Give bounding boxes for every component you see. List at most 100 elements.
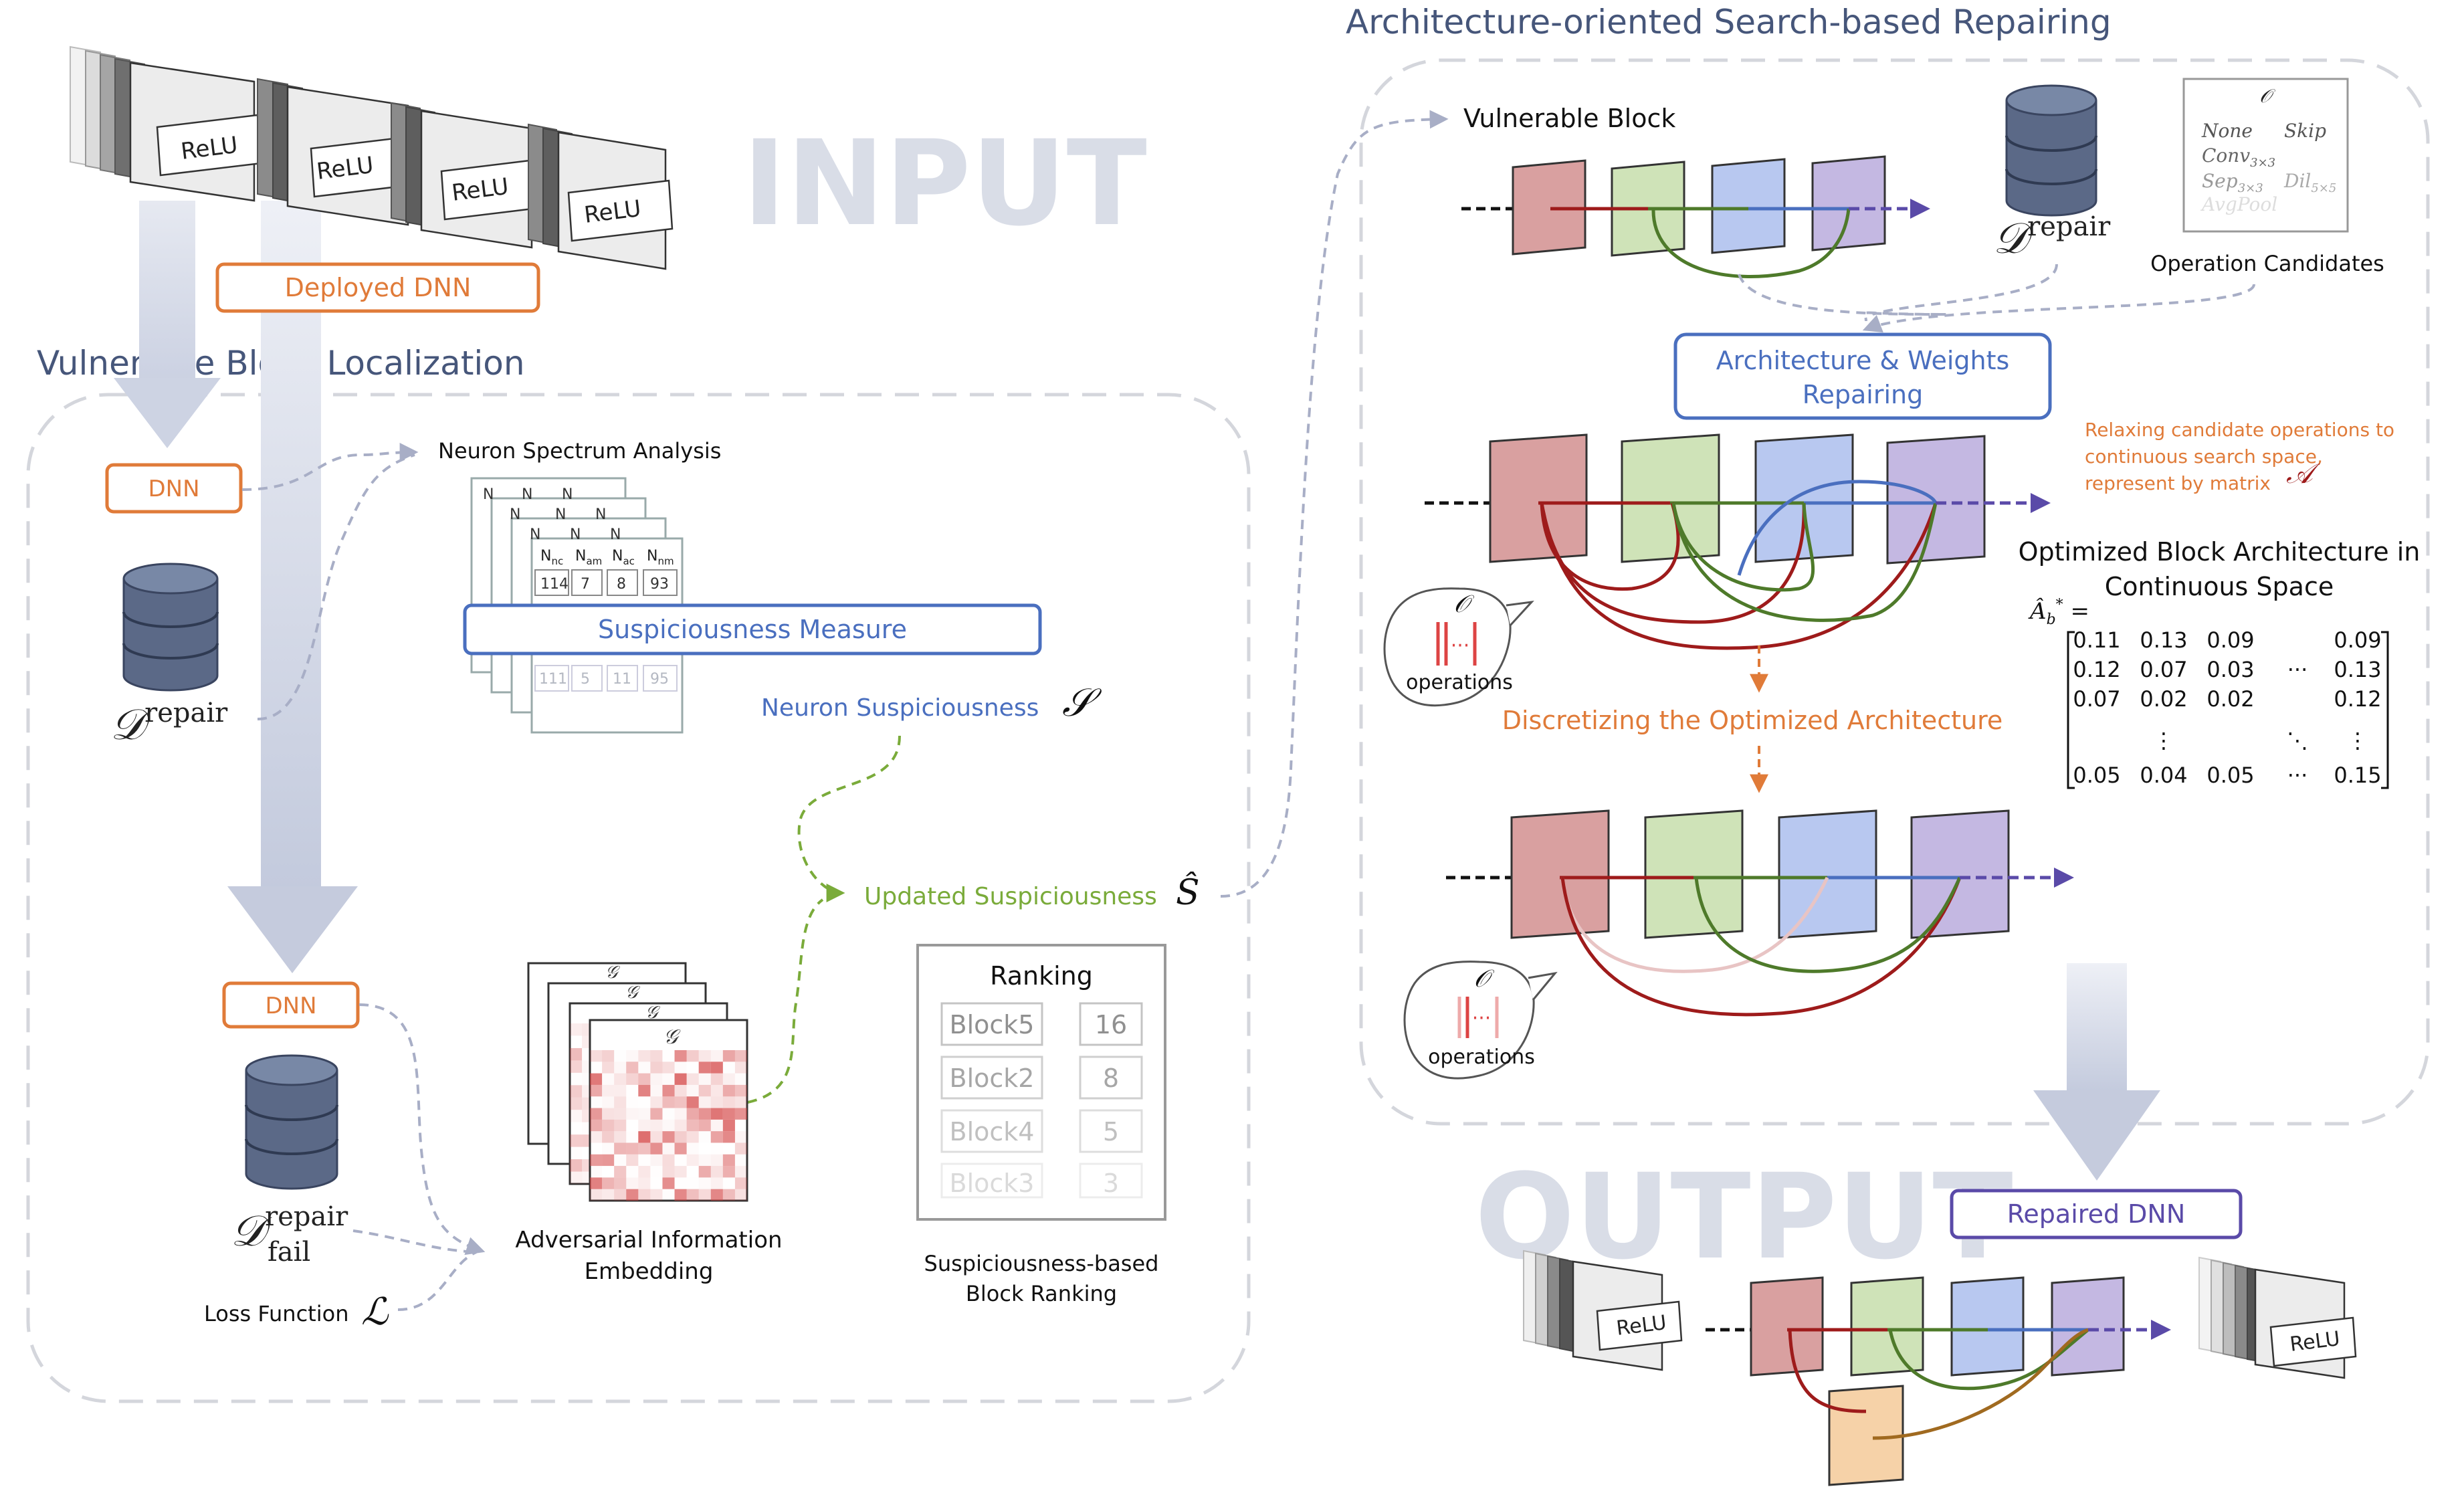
heatmap-cell (590, 1154, 603, 1167)
heatmap-cell (662, 1189, 674, 1201)
spectrum-value-row-faded: 111 5 11 95 (534, 665, 678, 692)
heatmap-cell (602, 1154, 615, 1167)
svg-text:16: 16 (1095, 1010, 1127, 1039)
ranking-label-line2: Block Ranking (966, 1281, 1117, 1306)
heatmap-cell (711, 1142, 723, 1154)
heatmap-cell (614, 1119, 627, 1132)
ranking-title: Ranking (990, 961, 1093, 991)
updated-suspiciousness-label: Updated Suspiciousness (864, 883, 1157, 910)
heatmap-cell (662, 1120, 674, 1131)
loss-symbol: ℒ (361, 1290, 389, 1334)
connector-shat-to-vulnerable-block (1220, 110, 1449, 898)
operations-bubble-2: 𝒪 ··· operations (1403, 961, 1558, 1080)
heatmap-cell (602, 1166, 614, 1177)
input-network: ReLU ReLU ReLU ReLU (70, 45, 674, 270)
matrix-cell: 0.02 (2140, 686, 2187, 712)
heatmap-cell (590, 1108, 603, 1120)
heatmap-cell (602, 1142, 614, 1154)
heatmap-cell (674, 1142, 687, 1155)
database-icon-fail (245, 1054, 338, 1190)
output-architecture (1706, 1276, 2171, 1486)
heatmap-cell (662, 1131, 675, 1143)
vulnerable-block-label: Vulnerable Block (1463, 104, 1675, 133)
g-symbol-back-2: 𝒢 (625, 983, 641, 1003)
d-repair-label-right: 𝒟repair (1993, 211, 2111, 264)
heatmap-cell (638, 1177, 651, 1189)
heatmap-cell (590, 1050, 603, 1062)
heatmap-cell (602, 1050, 615, 1062)
heatmap-cell (590, 1096, 602, 1108)
database-icon (122, 563, 219, 692)
heatmap-cell (662, 1074, 674, 1085)
suspiciousness-measure-label: Suspiciousness Measure (598, 615, 907, 644)
op-candidate-none: None (2201, 120, 2253, 142)
arch-weights-repairing-box: Architecture & Weights Repairing (1673, 332, 2052, 420)
localization-region (26, 393, 1251, 1403)
optimized-line2: Continuous Space (2105, 572, 2334, 601)
matrix-cell: ⋱ (2287, 728, 2308, 753)
ranking-row: Block3 3 (940, 1163, 1143, 1199)
heatmap-cell (650, 1166, 662, 1177)
flow-arrow-left (114, 201, 221, 448)
vulnerable-block-architecture (1461, 155, 1930, 278)
heatmap-cell (614, 1108, 627, 1120)
d-repair-label: 𝒟repair (110, 698, 228, 750)
heatmap-cell (602, 1108, 615, 1120)
svg-text:95: 95 (650, 671, 669, 688)
svg-text:5: 5 (1103, 1117, 1119, 1146)
heatmap-cell (699, 1177, 711, 1189)
svg-text:···: ··· (1451, 634, 1470, 658)
heatmap-cell (626, 1073, 639, 1085)
heatmap-cell (722, 1166, 735, 1178)
heatmap-cell (710, 1084, 723, 1097)
heatmap-cell (674, 1131, 687, 1143)
spectrum-value-row: 114 7 8 93 (534, 569, 678, 596)
neuron-spectrum-label: Neuron Spectrum Analysis (438, 438, 721, 464)
heatmap-cell (570, 1085, 583, 1098)
heatmap-cell (710, 1177, 723, 1189)
heatmap-cell (734, 1062, 747, 1074)
heatmap-cell (570, 1122, 582, 1134)
heatmap-cell (638, 1084, 651, 1097)
svg-text:Block5: Block5 (950, 1010, 1035, 1039)
op-candidate-avgpool: AvgPool (2200, 193, 2277, 215)
heatmap-cell (614, 1155, 626, 1166)
heatmap-cell (626, 1142, 639, 1155)
heatmap-cell (650, 1096, 663, 1108)
heatmap-cell (662, 1096, 675, 1108)
heatmap-cell (710, 1154, 723, 1167)
heatmap-cell (699, 1142, 711, 1154)
flow-arrow-output (2033, 963, 2160, 1181)
heatmap-cell (650, 1073, 663, 1085)
matrix-cell: 0.15 (2334, 763, 2381, 788)
relax-line1: Relaxing candidate operations to (2085, 419, 2394, 441)
heatmap-cell (674, 1166, 687, 1178)
heatmap-cell (650, 1062, 663, 1074)
heatmap-cell (674, 1189, 687, 1201)
ranking-row: Block2 8 (940, 1056, 1143, 1100)
heatmap-cell (590, 1084, 603, 1097)
heatmap-cell (626, 1062, 639, 1074)
connector-block-to-arch (1738, 274, 1947, 322)
svg-text:Block2: Block2 (950, 1064, 1035, 1093)
operation-candidates-label: Operation Candidates (2150, 251, 2384, 276)
heatmap-cell (662, 1166, 675, 1178)
heatmap-cell (698, 1154, 711, 1167)
heatmap-cell (614, 1073, 627, 1085)
heatmap-cell (735, 1074, 747, 1085)
heatmap-cell (602, 1062, 615, 1074)
svg-text:111: 111 (539, 671, 567, 688)
s-hat-symbol: Ŝ (1176, 872, 1200, 913)
heatmap-cell (626, 1131, 638, 1142)
s-symbol: 𝒮 (1062, 680, 1102, 725)
heatmap-cell (734, 1096, 747, 1108)
heatmap-cell (710, 1189, 723, 1201)
heatmap-cell (674, 1073, 687, 1085)
deployed-dnn-label: Deployed DNN (285, 273, 472, 302)
heatmap-cell (735, 1120, 747, 1131)
repaired-dnn-box: Repaired DNN (1950, 1189, 2243, 1239)
flow-arrow-middle (227, 201, 358, 973)
heatmap-cell (614, 1084, 627, 1097)
adversarial-label-line1: Adversarial Information (515, 1227, 782, 1253)
